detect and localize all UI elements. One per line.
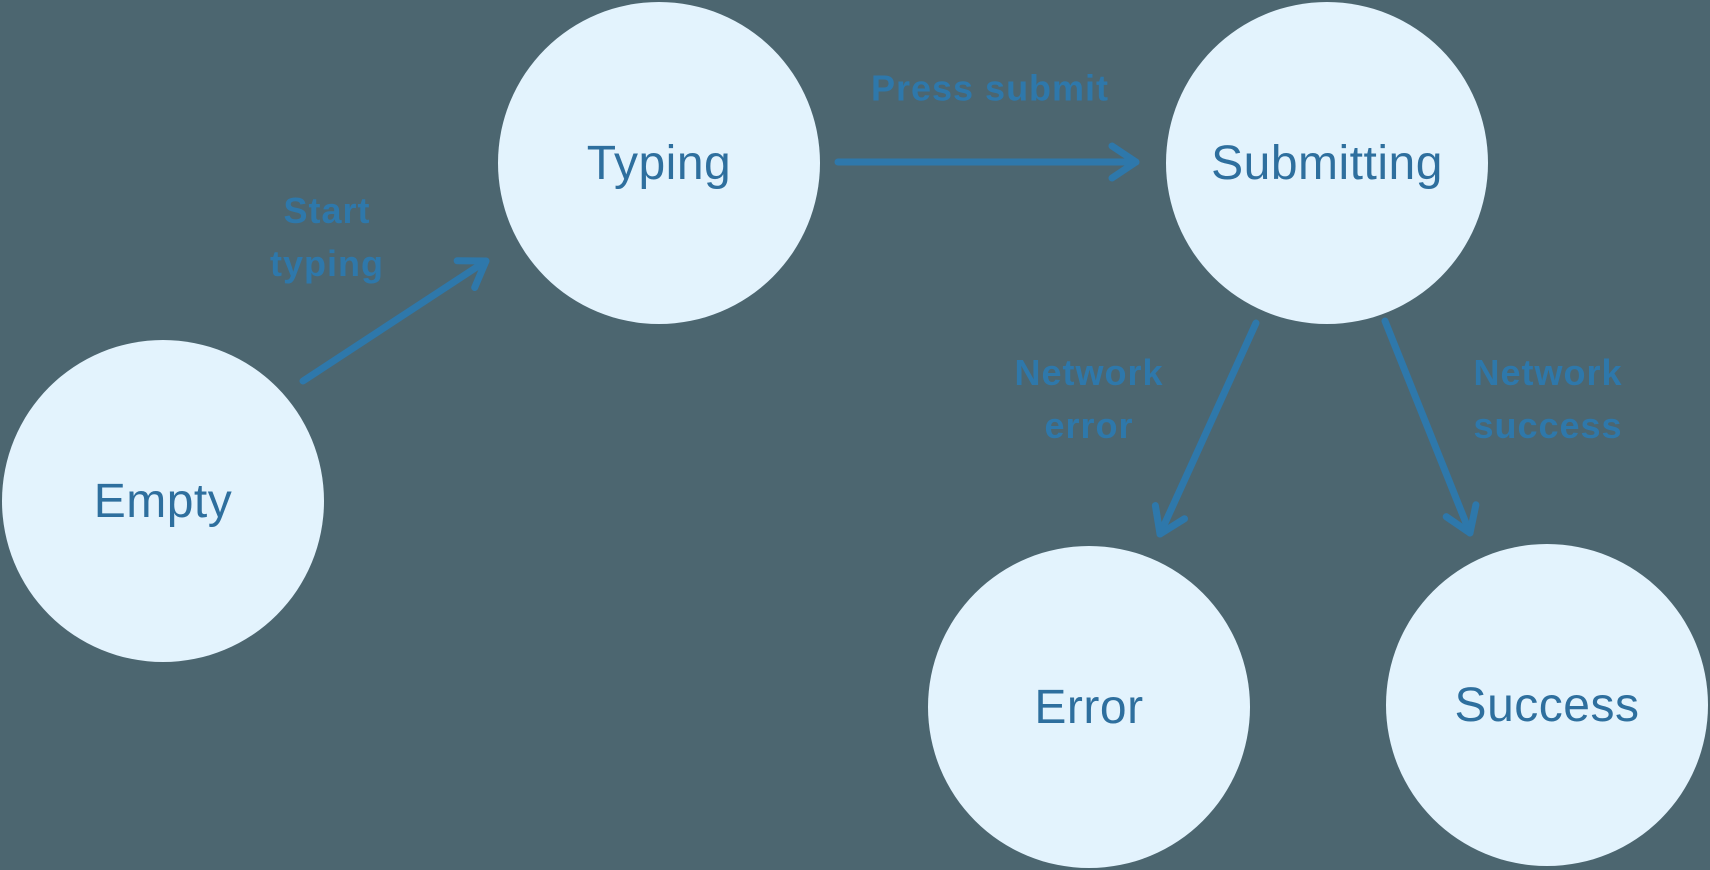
state-label-submitting: Submitting bbox=[1211, 136, 1443, 190]
state-label-success: Success bbox=[1454, 678, 1640, 732]
transition-label-press-submit: Press submit bbox=[870, 67, 1110, 109]
state-node-empty[interactable]: Empty bbox=[2, 340, 324, 662]
state-label-empty: Empty bbox=[93, 474, 233, 528]
state-node-submitting[interactable]: Submitting bbox=[1166, 2, 1488, 324]
state-node-typing[interactable]: Typing bbox=[498, 2, 820, 324]
transition-label-start-typing: Start typing bbox=[270, 190, 384, 284]
state-node-success[interactable]: Success bbox=[1386, 544, 1708, 866]
transition-label-network-success: Network success bbox=[1473, 352, 1623, 446]
state-node-error[interactable]: Error bbox=[928, 546, 1250, 868]
state-label-typing: Typing bbox=[586, 136, 732, 190]
transition-label-network-error: Network error bbox=[1014, 352, 1164, 446]
state-label-error: Error bbox=[1034, 680, 1144, 734]
